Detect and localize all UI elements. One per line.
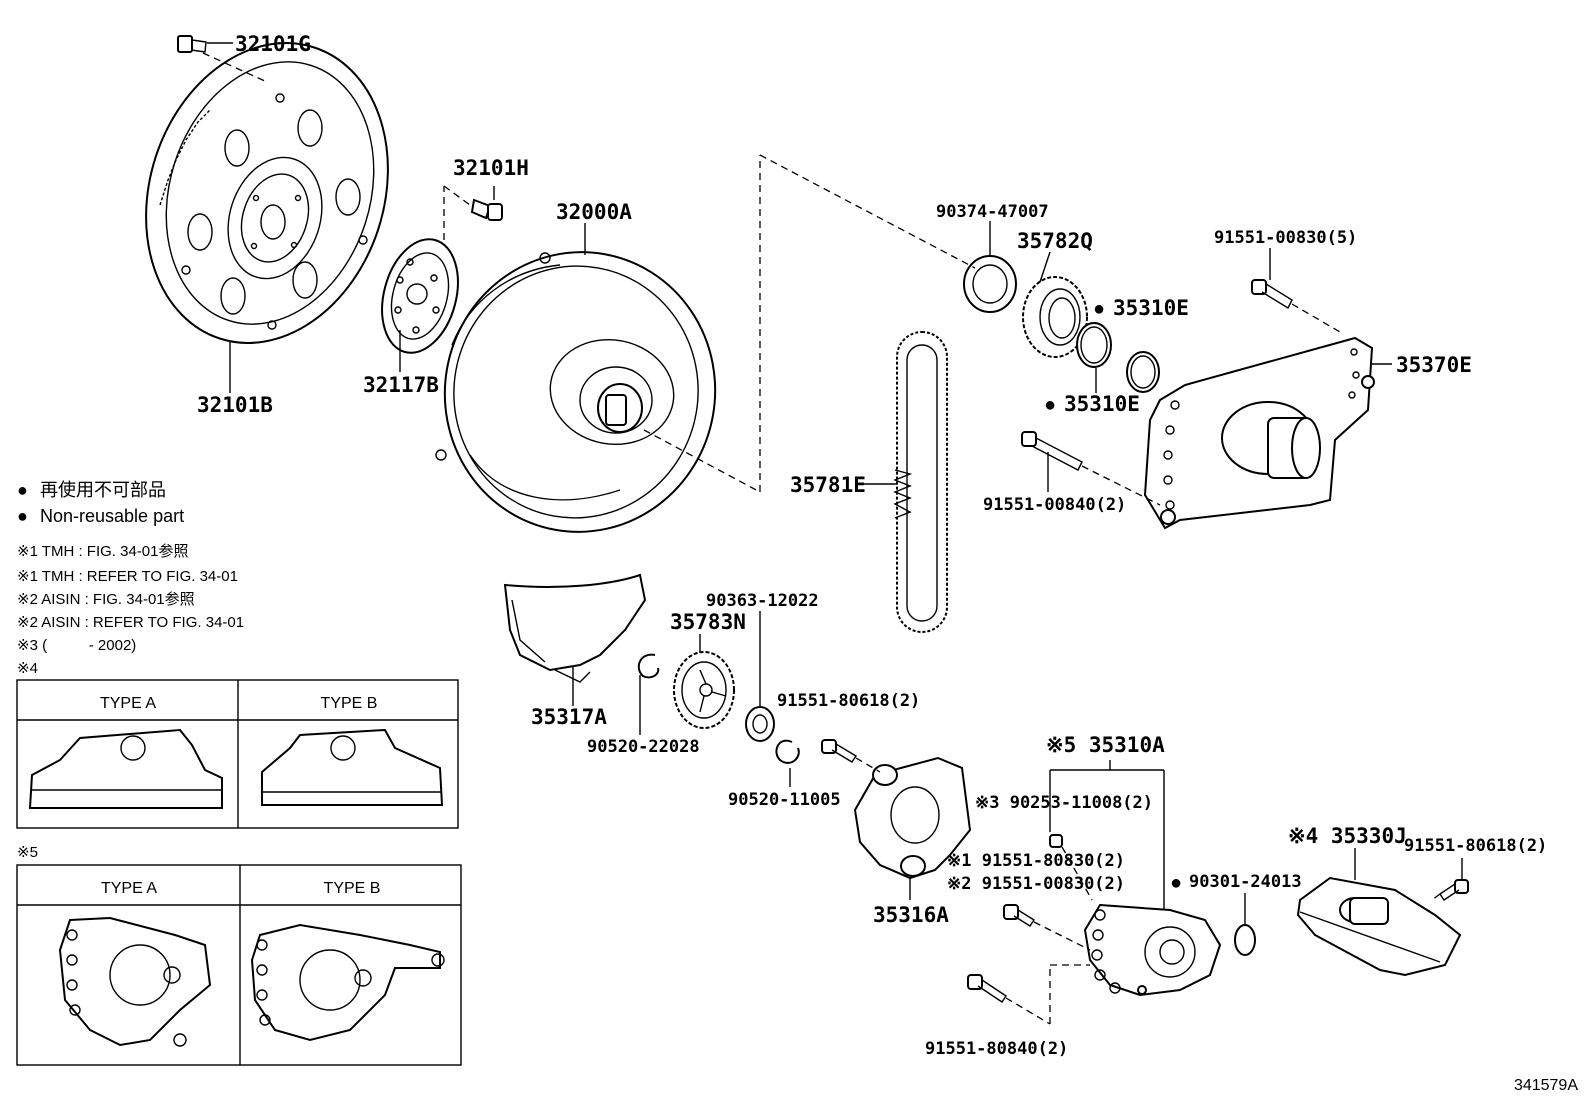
legend-en: Non-reusable part (40, 506, 184, 526)
snap-ring-90520-22028[interactable] (637, 653, 660, 679)
label-91551-80618-2-a: 91551-80618(2) (777, 691, 920, 711)
label-35783N: 35783N (670, 610, 746, 634)
label-35317A: 35317A (531, 705, 607, 729)
box4-marker: ※4 (17, 660, 38, 677)
label-90520-22028: 90520-22028 (587, 737, 700, 757)
o-ring-35310E-b[interactable] (1126, 351, 1160, 393)
notes: ※1 TMH : FIG. 34-01参照 ※1 TMH : REFER TO … (17, 543, 244, 654)
pump-type-b (250, 923, 445, 1042)
oil-strainer[interactable] (1296, 876, 1462, 977)
drive-plate-spacer[interactable] (370, 231, 470, 362)
label-35310E-1: 35310E (1113, 296, 1189, 320)
label-90374-47007: 90374-47007 (936, 202, 1049, 222)
bolt-32101G-icon[interactable] (177, 35, 207, 53)
variant-box-4: ※4 TYPE A TYPE B (16, 660, 459, 829)
label-91551-00830-5: 91551-00830(5) (1214, 228, 1357, 248)
label-90520-11005: 90520-11005 (728, 790, 841, 810)
strainer-type-a (28, 728, 223, 809)
bolt-91551-80618-2-b-icon[interactable] (1439, 879, 1469, 901)
label-90301-24013: 90301-24013 (1189, 872, 1302, 892)
driven-sprocket[interactable] (673, 651, 735, 729)
label-35782Q: 35782Q (1017, 229, 1093, 253)
label-32101B: 32101B (197, 393, 273, 417)
legend-jp: 再使用不可部品 (40, 480, 166, 500)
label-90363-12022: 90363-12022 (706, 591, 819, 611)
bolt-91551-80840-2-icon[interactable] (967, 974, 1007, 1003)
oil-pump-assembly[interactable] (1083, 903, 1222, 997)
nonreusable-dot-1: ● (1093, 298, 1105, 320)
o-ring-90301-24013[interactable] (1234, 924, 1256, 956)
pump-type-a (58, 916, 212, 1047)
bearing[interactable] (745, 706, 775, 742)
flywheel-ring-gear[interactable] (108, 11, 425, 374)
legend-dot-jp: ● (17, 480, 28, 500)
label-32101H: 32101H (453, 156, 529, 180)
label-35781E: 35781E (790, 473, 866, 497)
label-91551-00830-2: ※2 91551-00830(2) (947, 874, 1125, 894)
pump-body-plate[interactable] (1143, 336, 1375, 530)
strainer-type-b (261, 728, 444, 806)
box5-type-b: TYPE B (324, 880, 381, 897)
nonreusable-dot-2: ● (1044, 394, 1056, 416)
label-91551-80618-2-b: 91551-80618(2) (1404, 836, 1547, 856)
drive-chain[interactable] (893, 331, 948, 633)
o-ring-35310E-a[interactable] (1076, 322, 1112, 368)
torque-converter[interactable] (423, 231, 738, 554)
pump-cover[interactable] (853, 756, 972, 880)
oil-seal[interactable] (963, 255, 1017, 313)
legend: ● 再使用不可部品 ● Non-reusable part (17, 480, 184, 526)
bolt-32101H-icon[interactable] (470, 198, 503, 221)
box5-marker: ※5 (17, 844, 38, 861)
leader-lines (202, 42, 1463, 1025)
box5-type-a: TYPE A (101, 880, 157, 897)
box4-type-b: TYPE B (321, 695, 378, 712)
label-35370E: 35370E (1396, 353, 1472, 377)
label-90253-11008-2: ※3 90253-11008(2) (975, 793, 1153, 813)
drive-sprocket[interactable] (1022, 276, 1088, 358)
legend-dot-en: ● (17, 506, 28, 526)
label-35310E-2: 35310E (1064, 392, 1140, 416)
bolt-91551-00830-5-icon[interactable] (1251, 279, 1293, 309)
note-1: ※1 TMH : FIG. 34-01参照 (17, 543, 189, 560)
nonreusable-dot-3: ● (1170, 872, 1182, 894)
variant-box-5: ※5 TYPE A TYPE B (16, 844, 462, 1066)
note-5: ※3 ( - 2002) (17, 637, 136, 654)
plug-90253-11008-icon[interactable] (1049, 834, 1063, 848)
label-91551-80830-2: ※1 91551-80830(2) (947, 851, 1125, 871)
diagram-id: 341579A (1514, 1077, 1578, 1094)
bolt-91551-80830-icon[interactable] (1003, 904, 1035, 927)
box4-type-a: TYPE A (100, 695, 156, 712)
snap-ring-90520-11005[interactable] (775, 739, 800, 764)
label-35310A: ※5 35310A (1046, 733, 1165, 757)
note-2: ※1 TMH : REFER TO FIG. 34-01 (17, 568, 238, 585)
label-32117B: 32117B (363, 373, 439, 397)
bolt-91551-00840-2-icon[interactable] (1021, 431, 1083, 471)
label-91551-80840-2: 91551-80840(2) (925, 1039, 1068, 1059)
note-4: ※2 AISIN : REFER TO FIG. 34-01 (17, 614, 244, 631)
label-32101G: 32101G (235, 32, 311, 56)
sprocket-cover[interactable] (503, 573, 647, 683)
label-35330J: ※4 35330J (1288, 824, 1407, 848)
label-91551-00840-2: 91551-00840(2) (983, 495, 1126, 515)
note-3: ※2 AISIN : FIG. 34-01参照 (17, 591, 195, 608)
label-35316A: 35316A (873, 903, 949, 927)
label-32000A: 32000A (556, 200, 632, 224)
bolt-91551-80618-2-a-icon[interactable] (821, 739, 857, 763)
